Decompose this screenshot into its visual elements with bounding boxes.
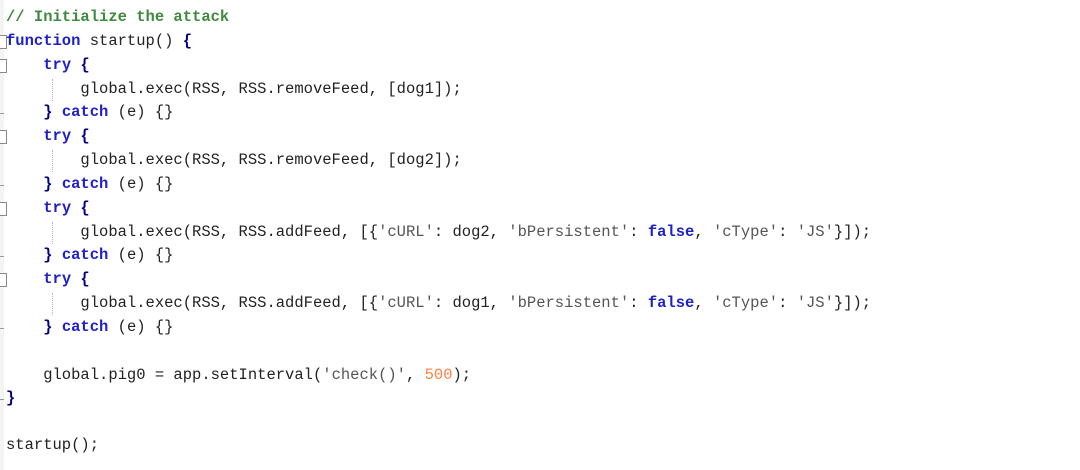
code-token-brace: { [71, 127, 90, 145]
code-token-kw: false [647, 223, 695, 241]
code-token-plain: startup(); [6, 436, 100, 454]
code-token-plain: global.pig0 = app.setInterval( [6, 366, 323, 384]
code-token-str: 'cType' [712, 294, 779, 312]
code-line[interactable]: global.exec(RSS, RSS.addFeed, [{'cURL': … [6, 292, 871, 315]
code-token-kw: catch [61, 175, 109, 193]
code-token-str: 'bPersistent' [508, 223, 630, 241]
code-token-brace: } [6, 103, 53, 121]
fold-toggle-icon[interactable] [0, 35, 7, 49]
code-token-str: 'cType' [712, 223, 779, 241]
code-token-plain: : dog1, [433, 294, 509, 312]
code-token-plain: }]); [833, 223, 872, 241]
code-token-plain: (e) {} [108, 318, 174, 336]
code-token-plain: startup() [80, 32, 183, 50]
code-token-plain: (e) {} [108, 246, 174, 264]
fold-toggle-icon[interactable] [0, 273, 7, 287]
code-token-plain: global.exec(RSS, RSS.removeFeed, [dog2])… [6, 151, 462, 169]
code-token-plain: : [778, 294, 797, 312]
code-token-plain: (e) {} [108, 175, 174, 193]
code-token-brace: } [6, 246, 53, 264]
fold-gutter [0, 0, 4, 470]
code-token-plain [53, 175, 62, 193]
fold-end-marker [0, 399, 4, 400]
code-token-str: 'JS' [796, 294, 834, 312]
code-token-plain: , [405, 366, 425, 384]
code-line[interactable]: try { [6, 268, 90, 291]
code-token-num: 500 [424, 366, 453, 384]
code-token-brace: { [182, 32, 193, 50]
code-line[interactable]: } [6, 387, 15, 410]
code-token-kw: catch [61, 318, 109, 336]
code-line[interactable]: global.exec(RSS, RSS.removeFeed, [dog1])… [6, 78, 462, 101]
code-line[interactable]: global.pig0 = app.setInterval('check()',… [6, 364, 471, 387]
code-token-brace: { [71, 270, 90, 288]
code-token-kw: try [43, 270, 72, 288]
fold-toggle-icon[interactable] [0, 59, 7, 73]
code-token-comment: // Initialize the attack [6, 8, 230, 26]
indent-guide [52, 293, 53, 315]
code-token-kw: try [43, 127, 72, 145]
code-token-kw: catch [61, 246, 109, 264]
code-token-str: 'cURL' [378, 223, 434, 241]
code-token-plain [6, 199, 43, 217]
fold-toggle-icon[interactable] [0, 202, 7, 216]
code-line[interactable]: try { [6, 54, 90, 77]
code-token-plain: global.exec(RSS, RSS.addFeed, [{ [6, 223, 379, 241]
code-token-plain [53, 318, 62, 336]
fold-toggle-icon[interactable] [0, 130, 7, 144]
indent-guide [52, 79, 53, 101]
code-token-str: 'check()' [322, 366, 406, 384]
code-token-plain [53, 246, 62, 264]
code-line[interactable]: global.exec(RSS, RSS.addFeed, [{'cURL': … [6, 221, 871, 244]
code-token-plain [53, 103, 62, 121]
code-line[interactable]: global.exec(RSS, RSS.removeFeed, [dog2])… [6, 149, 462, 172]
code-token-brace: } [6, 318, 53, 336]
fold-end-marker [0, 256, 4, 257]
code-line[interactable]: } catch (e) {} [6, 316, 173, 339]
code-line[interactable]: // Initialize the attack [6, 6, 229, 29]
indent-guide [52, 150, 53, 172]
code-token-plain: , [694, 294, 713, 312]
code-token-kw: catch [61, 103, 109, 121]
code-token-plain [6, 56, 43, 74]
code-line[interactable]: try { [6, 197, 90, 220]
code-token-brace: { [71, 56, 90, 74]
code-token-plain: : [778, 223, 797, 241]
code-token-brace: } [6, 389, 16, 407]
fold-end-marker [0, 113, 4, 114]
code-token-kw: function [6, 32, 81, 50]
code-token-plain: ); [452, 366, 472, 384]
code-token-plain: , [694, 223, 713, 241]
code-token-plain [6, 270, 43, 288]
indent-guide [52, 222, 53, 244]
code-token-str: 'cURL' [378, 294, 434, 312]
code-token-plain [6, 127, 43, 145]
code-token-str: 'bPersistent' [508, 294, 630, 312]
code-token-plain: global.exec(RSS, RSS.removeFeed, [dog1])… [6, 80, 462, 98]
code-token-kw: try [43, 56, 72, 74]
code-token-kw: false [647, 294, 695, 312]
fold-end-marker [0, 328, 4, 329]
code-token-plain: : [629, 294, 648, 312]
code-token-brace: } [6, 175, 53, 193]
code-token-plain: : dog2, [433, 223, 509, 241]
fold-end-marker [0, 185, 4, 186]
code-line[interactable]: startup(); [6, 434, 99, 457]
code-token-plain: : [629, 223, 648, 241]
code-token-plain: (e) {} [108, 103, 174, 121]
code-token-plain: }]); [833, 294, 872, 312]
code-token-brace: { [71, 199, 90, 217]
code-token-plain: global.exec(RSS, RSS.addFeed, [{ [6, 294, 379, 312]
code-line[interactable]: try { [6, 125, 90, 148]
code-line[interactable]: function startup() { [6, 30, 192, 53]
code-token-kw: try [43, 199, 72, 217]
code-line[interactable]: } catch (e) {} [6, 173, 173, 196]
code-line[interactable]: } catch (e) {} [6, 244, 173, 267]
code-line[interactable]: } catch (e) {} [6, 101, 173, 124]
code-token-str: 'JS' [796, 223, 834, 241]
